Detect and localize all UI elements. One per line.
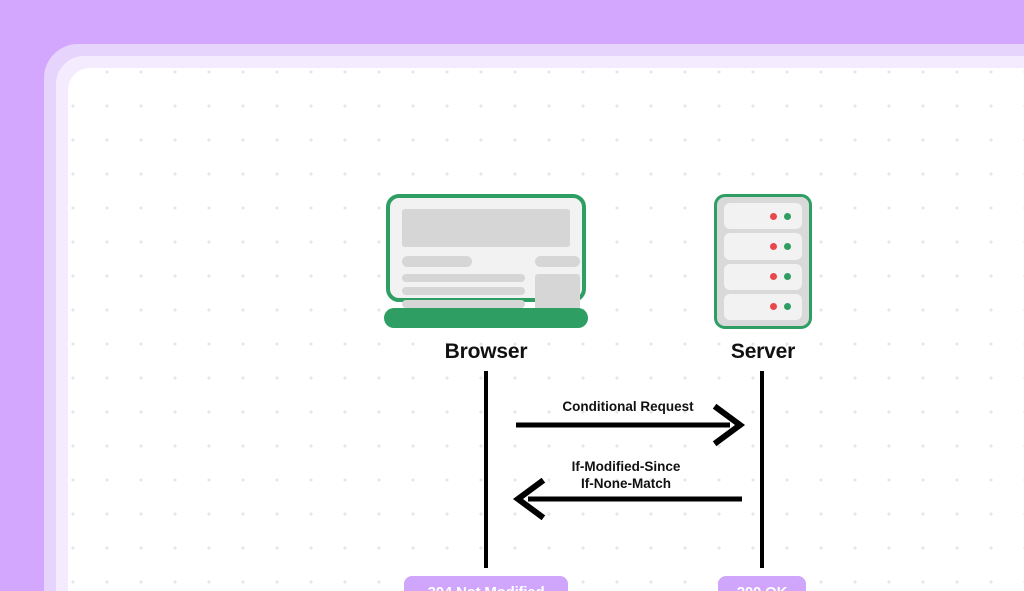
message-label-conditional-request: Conditional Request	[562, 399, 694, 414]
led-red-icon	[770, 303, 777, 311]
wireframe-text-line	[402, 274, 525, 282]
browser-screen	[386, 194, 586, 321]
led-green-icon	[784, 273, 791, 281]
led-green-icon	[784, 242, 791, 250]
wireframe-sidebar-block	[535, 274, 580, 314]
laptop-base	[384, 308, 588, 328]
node-label-browser: Browser	[444, 340, 528, 363]
server-rack-unit	[724, 233, 802, 260]
laptop-browser-icon	[384, 194, 588, 329]
diagram-canvas: Browser	[68, 68, 1024, 591]
wireframe-header-block	[402, 209, 570, 247]
led-red-icon	[770, 242, 777, 250]
server-rack-unit	[724, 203, 802, 230]
server-rack-unit	[724, 293, 802, 320]
message-label-conditional-headers: If-Modified-Since If-None-Match	[571, 459, 681, 491]
led-red-icon	[770, 212, 777, 220]
lifeline-browser	[484, 371, 488, 568]
wireframe-text-line	[402, 287, 525, 295]
wireframe-sidebar-pill	[535, 256, 580, 267]
led-green-icon	[784, 303, 791, 311]
right-arrow-icon	[516, 404, 746, 446]
wireframe-title-bar	[402, 256, 472, 267]
led-green-icon	[784, 212, 791, 220]
server-rack-icon	[714, 194, 812, 329]
status-badge-200[interactable]: 200 OK	[718, 576, 806, 591]
node-label-server: Server	[730, 340, 796, 363]
lifeline-server	[760, 371, 764, 568]
left-arrow-icon	[512, 478, 742, 520]
server-rack-unit	[724, 263, 802, 290]
led-red-icon	[770, 273, 777, 281]
server-chassis	[714, 194, 812, 329]
status-badge-304[interactable]: 304 Not Modified	[404, 576, 568, 591]
wireframe-text-line	[402, 300, 525, 308]
